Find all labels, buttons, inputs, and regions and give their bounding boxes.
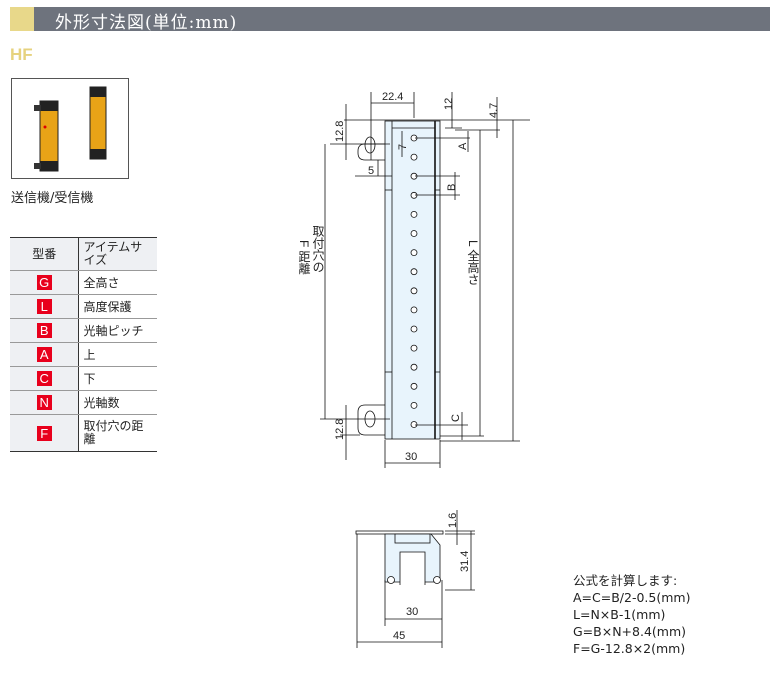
top-bracket [357,143,385,161]
sensor-body [384,120,441,440]
dim-l: L 全高さ [466,240,480,286]
formula-line: G=B×N+8.4(mm) [573,624,687,639]
dim-30: 30 [405,451,417,463]
row-label: 光軸ピッチ [78,318,157,343]
row-label: 高度保護 [78,294,157,319]
optical-axis-hole [410,421,418,428]
dim-22-4: 22.4 [382,91,403,103]
dim-b: B [446,184,458,191]
section-header: 外形寸法図(単位:mm) [10,7,770,33]
photo-caption: 送信機/受信機 [11,191,94,206]
table-row: L 高度保護 [10,294,157,319]
model-name: HF [10,45,33,64]
dim-31-4: 31.4 [459,551,471,572]
optical-axis-hole [410,363,418,371]
row-label: 取付穴の距離 [78,414,157,452]
optical-axis-hole [410,268,418,276]
front-view [320,92,530,468]
optical-axis-hole [410,287,418,295]
dim-1-6: 1.6 [447,513,459,528]
code-badge: L [36,299,52,314]
row-label: 全高さ [78,270,157,295]
header-accent [10,7,34,31]
code-badge: B [36,323,52,338]
code-badge: A [36,347,52,362]
dim-4-7: 4.7 [488,103,500,118]
product-photo [11,78,129,179]
dim-a: A [457,142,469,150]
formula-line: A=C=B/2-0.5(mm) [573,590,691,605]
optical-axis-hole [410,249,418,257]
bottom-bracket [357,404,385,436]
dim-f-line1: 取付穴の [311,225,325,273]
dim-12-8-top: 12.8 [334,121,346,142]
code-badge: F [36,425,52,441]
table-row: F 取付穴の距離 [10,414,157,452]
dim-12: 12 [443,98,455,110]
optical-axis-hole [410,306,418,314]
formula-block: 公式を計算します: A=C=B/2-0.5(mm) L=N×B-1(mm) G=… [573,572,690,657]
dim-5: 5 [368,165,374,177]
table-row: G 全高さ [10,270,157,295]
row-label: 光軸数 [78,390,157,415]
optical-axis-hole [410,401,418,409]
header-title: 外形寸法図(単位:mm) [55,13,238,33]
dim-f-line2: F 距離 [297,240,311,275]
optical-axis-hole [410,210,418,218]
code-badge: C [36,371,52,386]
formula-line: F=G-12.8×2(mm) [573,641,686,656]
dim-c: C [450,414,462,422]
optical-axis-hole [410,325,418,333]
dim-12-8-bottom: 12.8 [334,419,346,440]
code-badge: N [36,395,52,410]
section-view [355,510,475,648]
dim-45: 45 [393,630,405,642]
optical-axis-hole [410,230,418,237]
code-badge: G [36,275,52,290]
row-label: 下 [78,366,157,391]
formula-line: L=N×B-1(mm) [573,607,666,622]
dim-section-30: 30 [406,606,418,618]
optical-axis-hole [410,382,418,390]
dim-7: 7 [397,144,409,150]
formula-title: 公式を計算します: [573,573,678,588]
optical-axis-hole [410,344,418,352]
table-row: B 光軸ピッチ [10,318,157,343]
optical-axis-hole [410,153,418,161]
header-item: アイテムサイズ [78,237,157,271]
sensor-image [34,86,107,172]
